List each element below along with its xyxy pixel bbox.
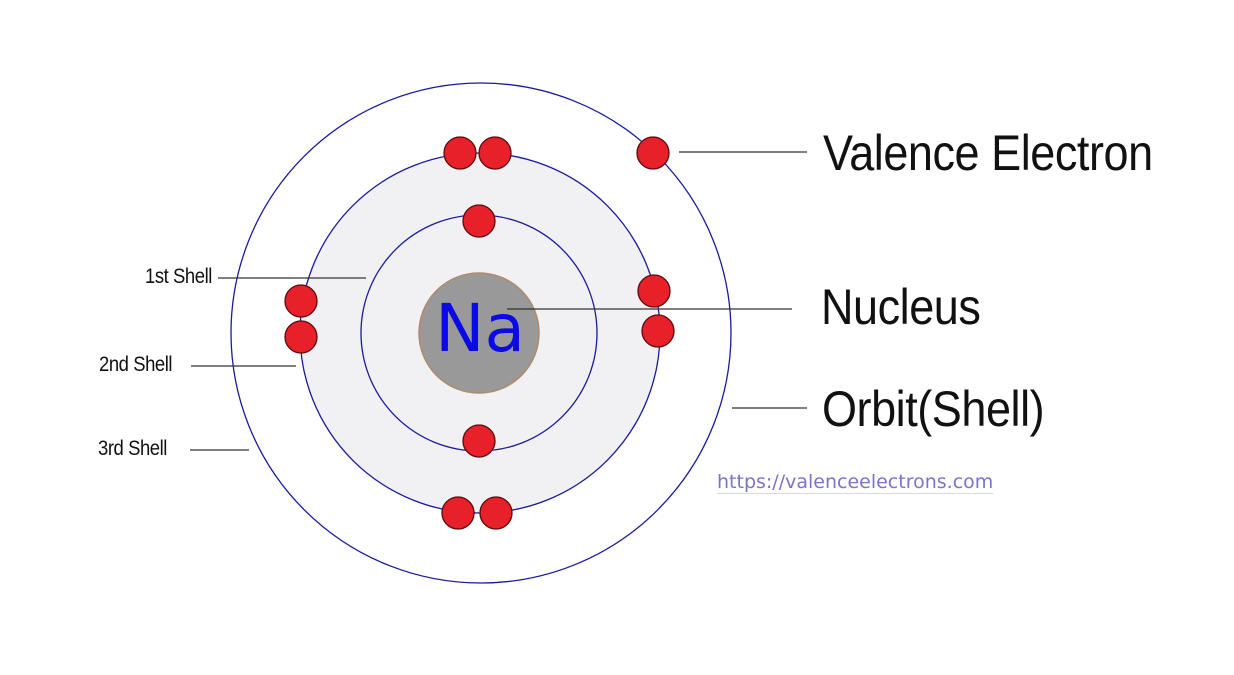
nucleus bbox=[418, 272, 540, 394]
label-3rd-shell: 3rd Shell bbox=[98, 437, 167, 460]
label-2nd-shell: 2nd Shell bbox=[99, 353, 173, 376]
electron-shell2-left-bottom bbox=[284, 320, 318, 354]
electron-shell1-top bbox=[462, 204, 496, 238]
element-symbol: Na bbox=[435, 290, 525, 367]
electron-shell2-right-top bbox=[637, 274, 671, 308]
label-valence-electron: Valence Electron bbox=[823, 125, 1153, 181]
label-nucleus: Nucleus bbox=[821, 279, 981, 335]
label-orbit: Orbit(Shell) bbox=[822, 381, 1045, 437]
electron-shell2-bottom-right bbox=[479, 496, 513, 530]
electron-shell2-top-left bbox=[443, 136, 477, 170]
electron-shell2-left-top bbox=[284, 284, 318, 318]
electron-shell1-bottom bbox=[462, 424, 496, 458]
electron-shell2-right-bottom bbox=[641, 314, 675, 348]
watermark-url: https://valenceelectrons.com bbox=[717, 471, 994, 494]
electron-valence bbox=[636, 136, 670, 170]
electron-shell2-bottom-left bbox=[441, 496, 475, 530]
label-1st-shell: 1st Shell bbox=[145, 265, 212, 288]
electron-shell2-top-right bbox=[478, 136, 512, 170]
